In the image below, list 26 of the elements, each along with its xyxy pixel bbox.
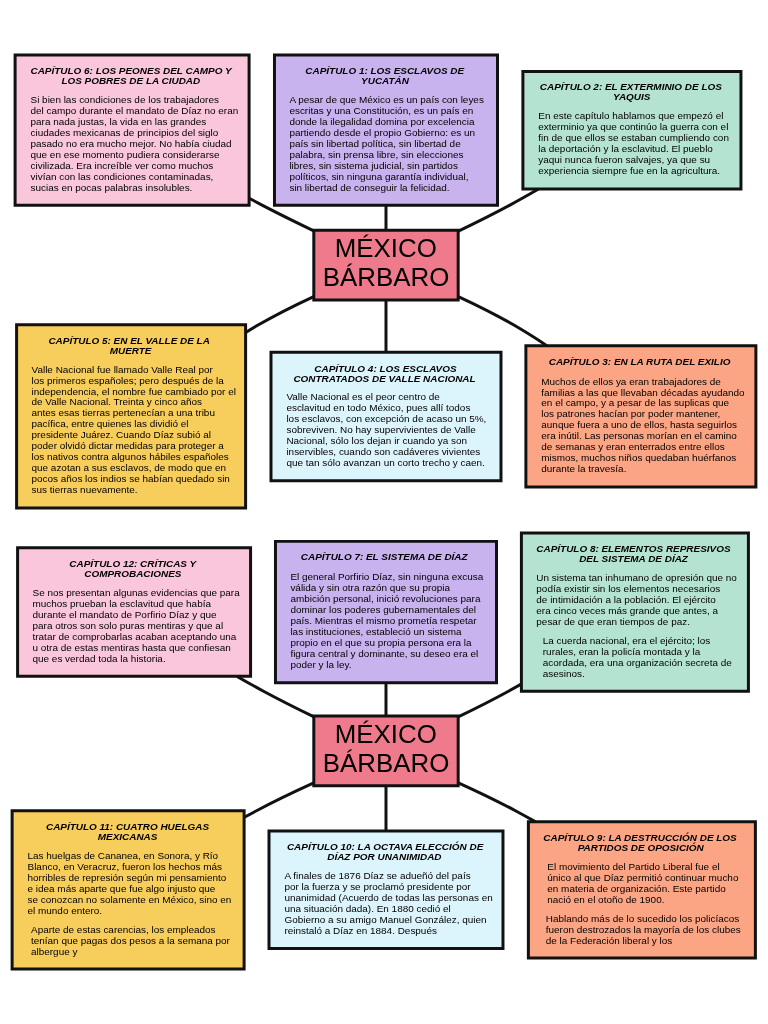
node-box: CAPÍTULO 12: CRÍTICAS Y COMPROBACIONES Se nos presentan algunas evidencias que para muchos prueban la esclavitud que había durante el mandato de Porfirio Díaz y que para otros son solo puras mentiras y que al tratar de comprobarlas acaban aceptando una u otra de estas mentiras hasta que confiesan que es verdad toda la historia. — [16, 546, 253, 678]
node-box: CAPÍTULO 7: EL SISTEMA DE DÍAZ El general Porfirio Díaz, sin ninguna excusa válida y sin otra razón que su propia ambición personal, inició revoluciones para dominar los poderes gubernamentales del país. Mientras el mismo prometía respetar las instituciones, estableció un sistema propio en el que su propia persona era la figura central y dominante, su deseo era el poder y la ley. — [273, 539, 498, 685]
connector — [384, 205, 388, 230]
node-box: CAPÍTULO 11: CUATRO HUELGAS MEXICANAS Las huelgas de Cananea, en Sonora, y Río Blanco, en Veracruz, fueron los hechos más horribles de represión según mi pensamiento e idea más aparte que fue algo injusto que se conozcan no solamente en México, sino en el mundo entero. Aparte de estas carencias, los empleados tenían que pagas dos pesos a la semana por albergue y — [10, 809, 246, 971]
connector — [384, 786, 388, 831]
node-box: CAPÍTULO 3: EN LA RUTA DEL EXILIO Muchos de ellos ya eran trabajadores de familias a las que llevaban décadas ayudando en el campo, y a pesar de las suplicas que los patrones hacían por poder mantener, aunque fuera a uno de ellos, hasta seguirlos era inútil. Las personas morían en el camino de semanas y eran enterrados entre ellos mismos, muchos niños quedaban huérfanos durante la travesía. — [524, 344, 758, 489]
node-box: CAPÍTULO 5: EN EL VALLE DE LA MUERTE Valle Nacional fue llamado Valle Real por los primeros españoles; pero después de la independencia, el nombre fue cambiado por el de Valle Nacional. Treinta y cinco años antes esas tierras pertenecían a una tribu pacífica, entre quienes las dividió el presidente Juárez. Cuando Díaz subió al poder olvidó dictar medidas para proteger a los nativos contra algunos hábiles españoles que azotan a sus esclavos, de modo que en pocos años los indios se habían quedado sin sus tierras nuevamente. — [15, 323, 248, 510]
node-box: CAPÍTULO 1: LOS ESCLAVOS DE YUCATÁN A pesar de que México es un país con leyes escritas y una Constitución, es un país en donde la ilegalidad domina por excelencia partiendo desde el propio Gobierno: es un país sin libertad política, sin libertad de palabra, sin prensa libre, sin elecciones libres, sin sistema judicial, sin partidos políticos, sin ninguna garantía individual, sin libertad de conseguir la felicidad. — [273, 53, 499, 207]
connector — [245, 295, 315, 334]
node-box: CAPÍTULO 9: LA DESTRUCCIÓN DE LOS PARTIDOS DE OPOSICIÓN El movimiento del Partido Liberal fue el único al que Díaz permitió continuar mucho en materia de organización. Este partido nació en el otoño de 1900. Hablando más de lo sucedido los policíacos fueron destrozados la mayoría de los clubes de la Federación liberal y los — [526, 820, 757, 960]
node-box: CAPÍTULO 2: EL EXTERMINIO DE LOS YAQUIS En este capítulo hablamos que empezó el exterminio ya que continúo la guerra con el fin de que ellos se estaban cumpliendo con la deportación y la esclavitud. El pueblo yaqui nunca fueron salvajes, ya que su experiencia siempre fue en la agricultura. — [521, 69, 743, 191]
connector — [457, 187, 540, 233]
node-box: CAPÍTULO 4: LOS ESCLAVOS CONTRATADOS DE VALLE NACIONAL Valle Nacional es el peor centro de esclavitud en todo México, pues allí todos los esclavos, con excepción de acaso un 5%, sobreviven. No hay supervivientes de Valle Nacional, sólo los dejan ir cuando ya son inservibles, cuando son cadáveres vivientes que tan sólo avanzan un corto trecho y caen. — [269, 350, 503, 483]
node-box: CAPÍTULO 6: LOS PEONES DEL CAMPO Y LOS POBRES DE LA CIUDAD Si bien las condiciones de los trabajadores del campo durante el mandato de Díaz no eran para nada justas, la vida en las grandes ciudades mexicanas de principios del siglo pasado no era mucho mejor. No había ciudad que en ese momento pudiera considerarse civilizada. Era increíble ver como muchos vivían con las condiciones contaminadas, sucias en pocas palabras insolubles. — [13, 53, 251, 207]
node-box: MÉXICO BÁRBARO — [312, 714, 460, 788]
connector — [248, 196, 315, 233]
node-box: MÉXICO BÁRBARO — [312, 228, 460, 302]
connector — [457, 781, 536, 823]
connector — [457, 682, 522, 719]
connector — [457, 295, 548, 347]
node-box: CAPÍTULO 10: LA OCTAVA ELECCIÓN DE DÍAZ POR UNANIMIDAD A finales de 1876 Díaz se adueñó del país por la fuerza y se proclamó presidente por unanimidad (Acuerdo de todas las personas en una situación dada). En 1880 cedió el Gobierno a su amigo Manuel González, quien reinstaló a Díaz en 1884. Después — [267, 829, 505, 951]
connector — [384, 683, 388, 716]
connector — [243, 781, 315, 819]
connector — [236, 675, 315, 718]
connector — [384, 299, 388, 352]
node-box: CAPÍTULO 8: ELEMENTOS REPRESIVOS DEL SISTEMA DE DÍAZ Un sistema tan inhumano de opresión que no podía existir sin los elementos necesarios de intimidación a la población. El ejército era cinco veces más grande que antes, a pesar de que eran tiempos de paz. La cuerda nacional, era el ejército; los rurales, eran la policía montada y la acordada, era una organización secreta de asesinos. — [519, 531, 750, 693]
